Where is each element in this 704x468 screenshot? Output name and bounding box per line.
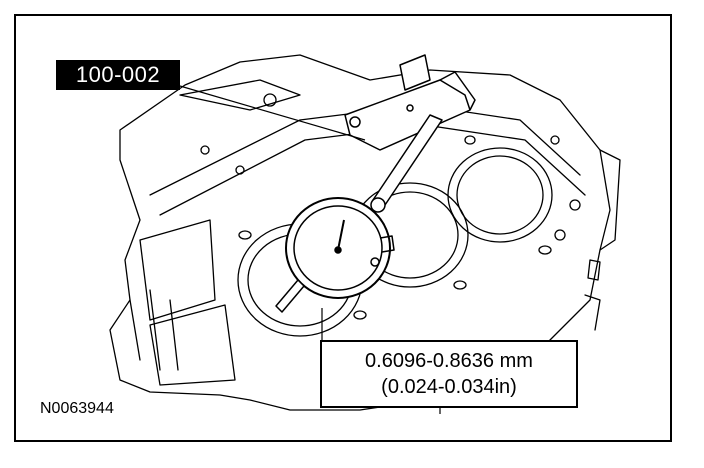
dial-needle [337,219,345,251]
specification-callout: 0.6096-0.8636 mm (0.024-0.034in) [320,340,578,408]
tool-number-label: 100-002 [56,60,180,90]
cylinder-bore-3 [447,147,553,243]
figure-id: N0063944 [40,400,114,417]
specification-metric: 0.6096-0.8636 mm [365,350,533,372]
indicator-plunger [275,279,305,313]
dial-indicator-tool [275,54,476,313]
specification-imperial: (0.024-0.034in) [381,376,517,398]
